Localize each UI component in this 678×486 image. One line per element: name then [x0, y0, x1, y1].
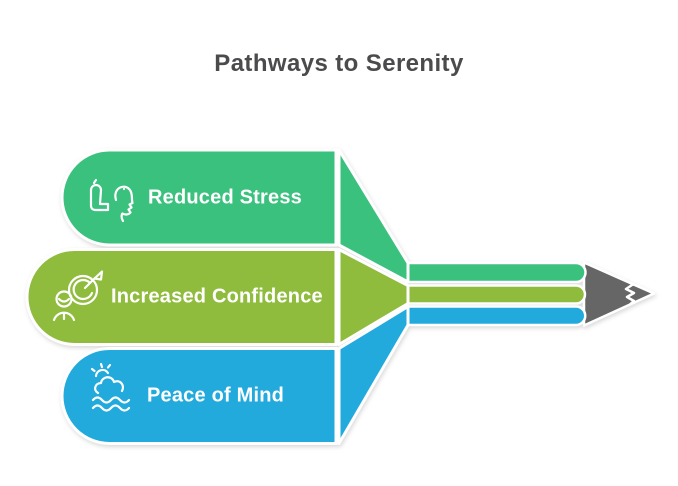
band-label-increased-confidence: Increased Confidence: [111, 285, 323, 308]
inhaler-breathing-icon: [89, 178, 134, 223]
band-label-reduced-stress: Reduced Stress: [148, 186, 302, 209]
sun-cloud-waves-icon: [90, 362, 131, 412]
funnel-increased-confidence: [337, 248, 410, 346]
funnel-reduced-stress: [337, 148, 410, 284]
funnel-peace-of-mind: [337, 305, 410, 445]
person-target-dart-icon: [52, 270, 104, 322]
bar-increased-confidence: [406, 284, 587, 305]
band-peace-of-mind: [60, 347, 338, 445]
band-increased-confidence: [25, 248, 338, 346]
band-reduced-stress: [60, 148, 338, 247]
bar-reduced-stress: [406, 261, 587, 284]
pencil-tip-shape: [582, 261, 656, 327]
page-title: Pathways to Serenity: [214, 50, 464, 77]
pencil-tip-zigzag: [624, 282, 636, 306]
band-label-peace-of-mind: Peace of Mind: [147, 384, 285, 407]
bar-peace-of-mind: [406, 305, 587, 327]
